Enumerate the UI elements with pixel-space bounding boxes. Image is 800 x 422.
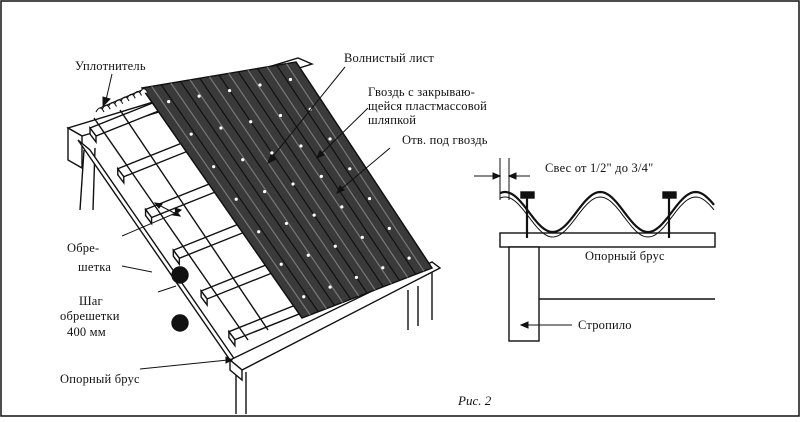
nail-dot xyxy=(241,158,245,162)
batten xyxy=(200,262,279,300)
nail-dot xyxy=(407,256,411,260)
nail-dot xyxy=(167,100,171,104)
sheet-corrugation xyxy=(276,64,417,275)
sheet-corrugation xyxy=(151,86,311,316)
wave-profile xyxy=(499,190,715,234)
support-beam-left xyxy=(77,139,442,382)
rafter-leader xyxy=(519,321,572,329)
batten xyxy=(172,221,251,260)
nail-dot xyxy=(291,182,295,186)
sheet-corrugation xyxy=(285,63,425,272)
label-nail-line3: шляпкой xyxy=(368,113,416,127)
batten-edge xyxy=(228,329,236,348)
nail-dot xyxy=(328,285,332,289)
label-support-beam-right: Опорный брус xyxy=(585,249,665,263)
nail-dot xyxy=(333,244,337,248)
nail-dot xyxy=(354,275,359,280)
sheet-corrugation xyxy=(189,79,344,303)
label-step-line1: Шаг xyxy=(79,294,103,308)
sheet-corrugation xyxy=(237,71,384,288)
rafter-section xyxy=(508,246,540,342)
nail-dot xyxy=(219,126,223,130)
nail-dot xyxy=(288,77,293,82)
nail-dot xyxy=(197,94,201,98)
sheet-corrugation xyxy=(266,66,409,278)
nail-dot xyxy=(270,151,274,155)
nail-left xyxy=(520,191,535,238)
nail-dot xyxy=(249,120,253,124)
nail-dot xyxy=(212,165,216,169)
nail-dot xyxy=(189,132,193,136)
nail-dot xyxy=(387,226,391,230)
batten-edge xyxy=(172,248,181,267)
label-sealant: Уплотнитель xyxy=(75,59,146,73)
wavy-sheet xyxy=(140,61,434,319)
cross-section xyxy=(474,158,716,342)
nail-dot xyxy=(367,196,372,201)
sheet-corrugation xyxy=(295,61,433,269)
sheet-corrugation xyxy=(170,82,327,309)
overhang-dimension xyxy=(474,158,530,200)
rafter-top xyxy=(119,109,269,331)
nail-dot xyxy=(227,88,232,93)
batten-edge xyxy=(200,288,208,308)
step-marker-bottom xyxy=(171,314,189,332)
label-support-beam-left: Опорный брус xyxy=(60,372,140,386)
sheet-corrugation xyxy=(257,68,400,281)
nail-dot xyxy=(306,253,310,257)
label-rafter: Стропило xyxy=(578,318,632,332)
label-nail-line2: щейся пластмассовой xyxy=(368,99,487,113)
batten-edge xyxy=(89,125,97,145)
nail-dot xyxy=(299,144,303,148)
sheet-corrugation xyxy=(160,84,319,313)
label-nail-hole: Отв. под гвоздь xyxy=(402,133,488,147)
nail-dot xyxy=(284,221,289,226)
step-marker-top xyxy=(171,266,189,284)
nail-dot xyxy=(234,197,238,201)
nail-dot xyxy=(279,262,283,266)
batten-edge xyxy=(117,166,125,185)
nail-dot xyxy=(319,174,323,178)
nail-dot xyxy=(302,295,306,299)
label-wave-sheet: Волнистый лист xyxy=(344,51,434,65)
nail-right xyxy=(662,191,677,238)
sheet-corrugation xyxy=(141,87,303,319)
sealant-strip xyxy=(95,88,149,113)
figure-caption: Рис. 2 xyxy=(457,393,492,408)
nail-dot xyxy=(312,213,316,217)
nail-dot xyxy=(263,190,267,194)
sheet-corrugation xyxy=(228,73,376,291)
wave-profile-inner xyxy=(499,196,715,238)
label-batten-line1: Обре- xyxy=(67,241,99,255)
nail-dot xyxy=(340,205,344,209)
label-step-line2: обрешетки xyxy=(60,309,120,323)
label-nail-line1: Гвоздь с закрываю- xyxy=(368,85,475,99)
nail-dot xyxy=(381,266,385,270)
label-overhang: Свес от 1/2" до 3/4" xyxy=(545,161,653,175)
sheet-corrugation xyxy=(199,77,352,300)
roof-perspective xyxy=(66,57,442,414)
leader-lines-left xyxy=(102,66,391,370)
sheet-corrugation xyxy=(180,81,335,306)
sheet-corrugation xyxy=(247,69,392,284)
rafter-top xyxy=(93,117,249,341)
label-step-line3: 400 мм xyxy=(67,325,106,339)
support-beam-right xyxy=(499,232,716,248)
nail-dot xyxy=(328,137,332,141)
nail-dot xyxy=(348,167,352,171)
nail-dot xyxy=(258,83,262,87)
nail-dot xyxy=(278,113,283,118)
nail-dot xyxy=(360,235,364,239)
sealant-edge xyxy=(99,89,143,109)
nail-dot xyxy=(257,230,261,234)
sheet-corrugation xyxy=(208,76,360,297)
label-batten-line2: шетка xyxy=(78,260,111,274)
